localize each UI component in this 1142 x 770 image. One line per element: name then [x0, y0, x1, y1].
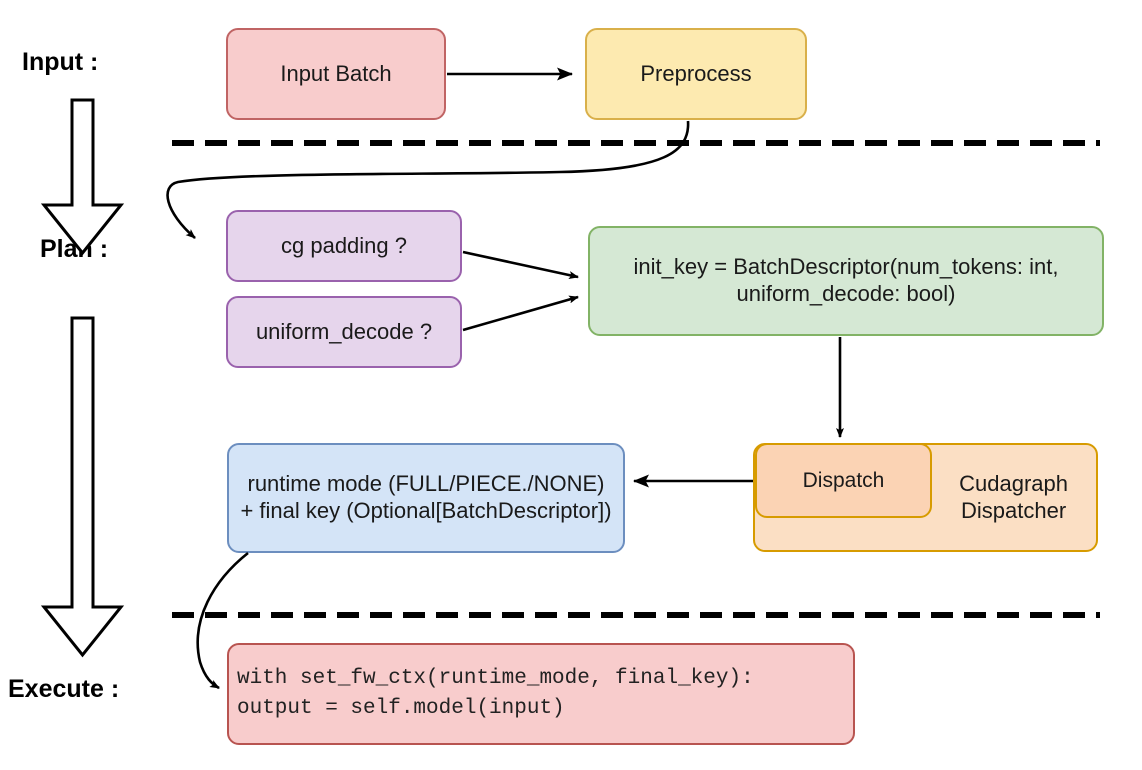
edge-uniform-decode-to-init-key	[462, 295, 579, 332]
node-input-batch-label: Input Batch	[280, 60, 392, 86]
stage-label-plan: Plan :	[40, 235, 109, 263]
node-execute-code-label: with set_fw_ctx(runtime_mode, final_key)…	[237, 666, 754, 720]
node-input-batch[interactable]: Input Batch	[226, 28, 446, 120]
stage-label-execute: Execute :	[8, 675, 120, 703]
edge-cg-padding-to-init-key	[462, 250, 579, 279]
node-preprocess-label: Preprocess	[640, 60, 752, 86]
node-execute-code[interactable]: with set_fw_ctx(runtime_mode, final_key)…	[227, 643, 855, 745]
node-dispatch-label: Dispatch	[802, 468, 885, 492]
node-uniform-decode[interactable]: uniform_decode ?	[226, 296, 462, 368]
node-runtime-mode[interactable]: runtime mode (FULL/PIECE./NONE) + final …	[227, 443, 625, 553]
node-init-key[interactable]: init_key = BatchDescriptor(num_tokens: i…	[588, 226, 1104, 336]
node-cudagraph-dispatcher-label: Cudagraph Dispatcher	[959, 470, 1068, 523]
input-to-plan-flow-arrow	[40, 98, 125, 256]
node-init-key-label: init_key = BatchDescriptor(num_tokens: i…	[633, 254, 1059, 306]
node-preprocess[interactable]: Preprocess	[585, 28, 807, 120]
node-cg-padding-label: cg padding ?	[281, 232, 407, 258]
node-dispatch[interactable]: Dispatch	[755, 443, 932, 518]
node-runtime-mode-label: runtime mode (FULL/PIECE./NONE) + final …	[240, 471, 612, 523]
node-uniform-decode-label: uniform_decode ?	[255, 318, 433, 344]
node-cg-padding[interactable]: cg padding ?	[226, 210, 462, 282]
plan-to-execute-flow-arrow	[40, 316, 125, 658]
stage-label-input: Input :	[22, 48, 99, 76]
